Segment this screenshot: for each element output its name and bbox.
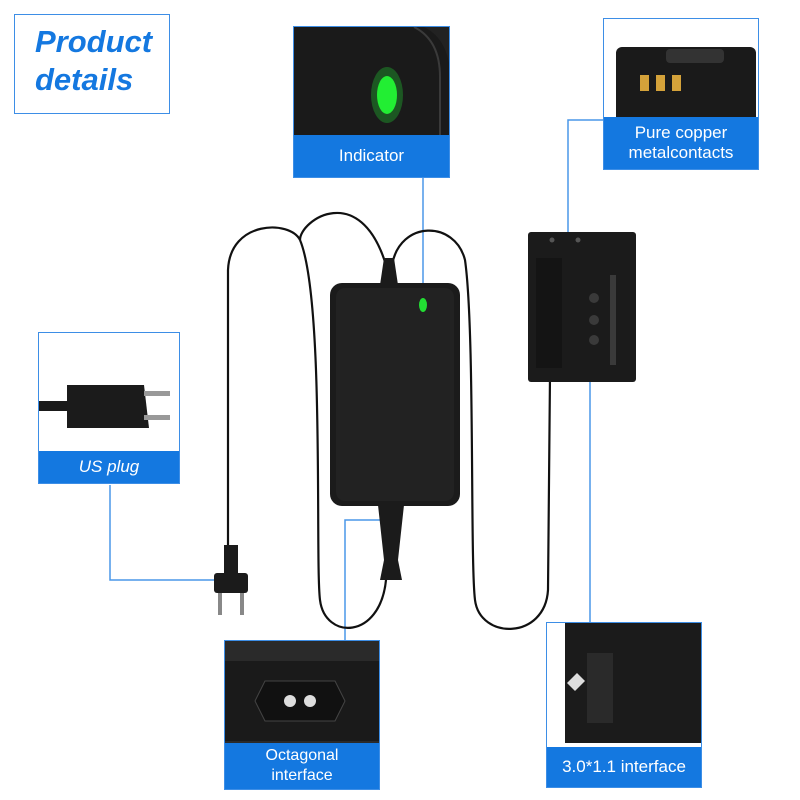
octagonal-label-line1: Octagonal: [265, 747, 339, 764]
us-plug-label: US plug: [78, 457, 140, 476]
indicator-label: Indicator: [338, 146, 405, 165]
dc-interface-label: 3.0*1.1 interface: [562, 757, 686, 776]
leader-octagonal: [344, 519, 380, 640]
title-line-1: Product: [35, 24, 153, 59]
us-plug-panel: US plug: [38, 332, 180, 484]
octagonal-connector-plug: [378, 505, 404, 580]
dummy-battery: [528, 232, 636, 382]
adapter-indicator-led: [419, 298, 427, 312]
dc-cable: [390, 229, 552, 630]
dc-interface-caption: 3.0*1.1 interface: [547, 747, 701, 787]
ac-cable-lower: [298, 239, 392, 629]
octagonal-caption: Octagonal interface: [225, 743, 379, 789]
dc-interface-panel: 3.0*1.1 interface: [546, 622, 702, 788]
title-line-2: details: [35, 62, 134, 97]
product-details-title-box: Product details: [14, 14, 170, 114]
leader-contacts: [567, 119, 605, 235]
octagonal-label-line2: interface: [271, 767, 333, 784]
adapter-face: [336, 288, 454, 501]
contacts-label-line2: metalcontacts: [628, 143, 734, 162]
adapter-top-strain-relief: [380, 258, 398, 285]
indicator-caption: Indicator: [294, 135, 449, 177]
indicator-panel: Indicator: [293, 26, 450, 178]
contacts-caption: Pure copper metalcontacts: [604, 117, 758, 169]
contacts-panel: Pure copper metalcontacts: [603, 18, 759, 170]
octagonal-panel: Octagonal interface: [224, 640, 380, 790]
ac-cable-upper: [226, 212, 388, 560]
cables: [226, 212, 552, 630]
contacts-label-line1: Pure copper: [634, 123, 728, 142]
us-plug-caption: US plug: [39, 451, 179, 483]
us-plug-small: [214, 545, 248, 615]
product-details-title: Product details: [35, 23, 152, 99]
leader-us-plug: [109, 485, 220, 581]
